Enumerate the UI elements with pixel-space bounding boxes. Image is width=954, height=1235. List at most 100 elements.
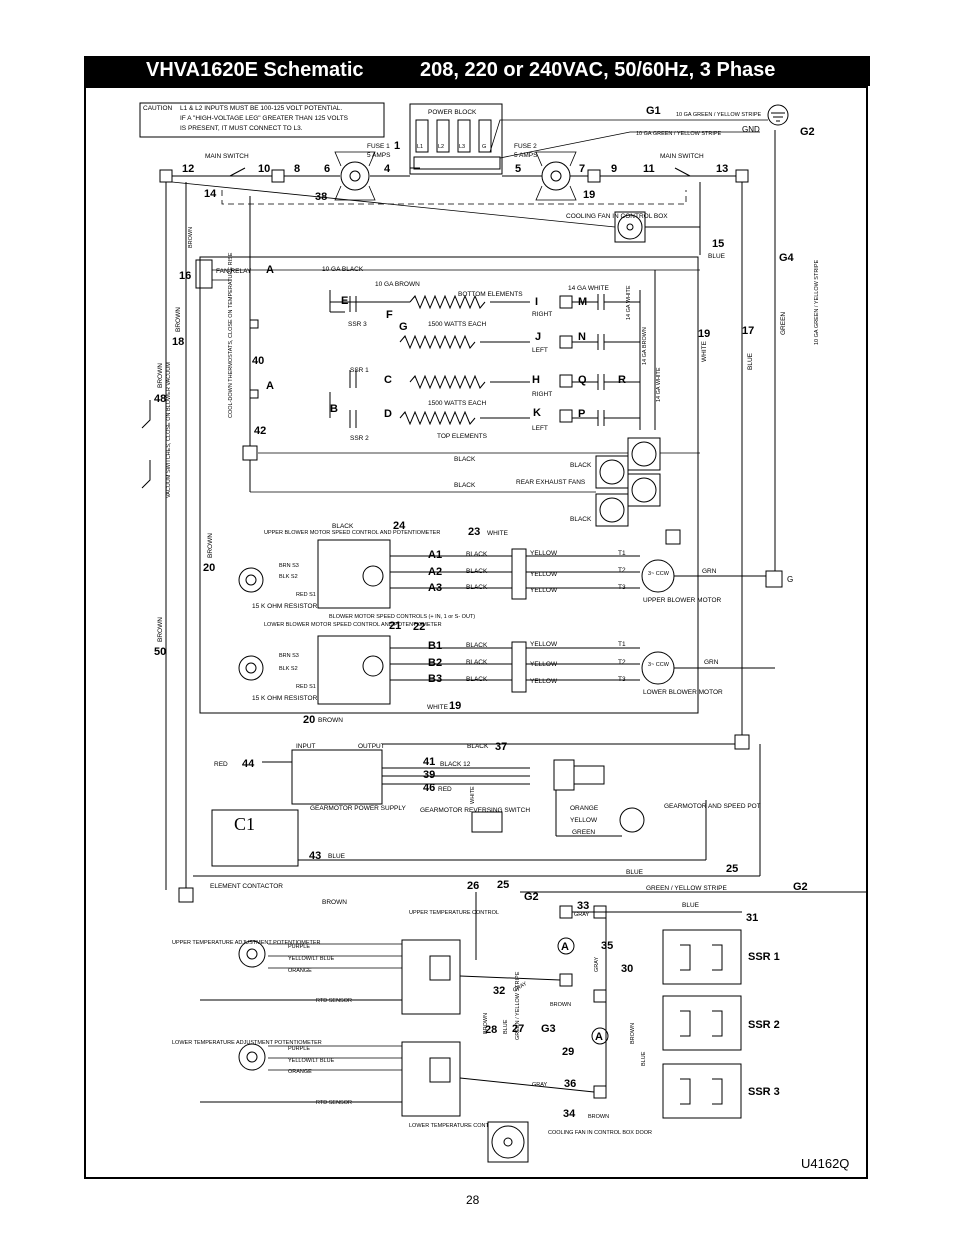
upper-purple: PURPLE xyxy=(288,944,310,950)
heating-elements: 10 GA BLACK 10 GA BROWN BOTTOM ELEMENTS … xyxy=(322,266,662,442)
num-46: 46 xyxy=(423,782,435,794)
lower-t1: T1 xyxy=(618,641,626,648)
num-41: 41 xyxy=(423,756,435,768)
black-wire-1: BLACK xyxy=(454,456,476,463)
lower-grn: GRN xyxy=(704,659,719,666)
thermostats: COOL-DOWN THERMOSTATS, CLOSE ON TEMPERAT… xyxy=(141,196,700,498)
fuse-1: FUSE 1 5 AMPS xyxy=(334,143,391,201)
ssr3-label-top: SSR 3 xyxy=(348,321,367,328)
diagram-frame xyxy=(84,86,868,1179)
gearmotor-section: INPUT OUTPUT GEARMOTOR POWER SUPPLY RED … xyxy=(214,734,761,837)
brown-20: BROWN xyxy=(318,717,343,724)
letter-a3: A3 xyxy=(428,582,442,594)
letter-g: G xyxy=(399,321,408,333)
ssr2-label: SSR 2 xyxy=(748,1019,780,1031)
brown-18: BROWN xyxy=(175,307,182,332)
white-23: WHITE xyxy=(487,530,509,537)
num-28: 28 xyxy=(485,1024,497,1036)
num-19a: 19 xyxy=(583,189,595,201)
black-wire-2: BLACK xyxy=(454,482,476,489)
title-bar: VHVA1620E Schematic 208, 220 or 240VAC, … xyxy=(84,56,870,86)
lower-brn-s3: BRN S3 xyxy=(279,653,299,659)
gnd-wire1: 10 GA GREEN / YELLOW STRIPE xyxy=(676,112,762,118)
fuse2-label: FUSE 2 xyxy=(514,143,537,150)
gearmotor-pot-label: GEARMOTOR AND SPEED POT xyxy=(664,803,761,810)
ga10-brown-label: 10 GA BROWN xyxy=(375,281,420,288)
num-31: 31 xyxy=(746,912,758,924)
letter-d: D xyxy=(384,408,392,420)
upper-temp-control-label: UPPER TEMPERATURE CONTROL xyxy=(409,910,499,916)
ground-symbol: GND G1 G2 10 GA GREEN / YELLOW STRIPE 10… xyxy=(489,104,815,159)
page-number: 28 xyxy=(466,1193,480,1207)
num-17: 17 xyxy=(742,325,754,337)
letter-b1: B1 xyxy=(428,640,442,652)
letter-c: C xyxy=(384,374,392,386)
g-label: G xyxy=(787,575,793,584)
num-15: 15 xyxy=(712,238,724,250)
lower-blower: LOWER BLOWER MOTOR SPEED CONTROL AND POT… xyxy=(238,622,775,724)
main-switch-right-label: MAIN SWITCH xyxy=(660,153,704,160)
rear-exhaust-fans: REAR EXHAUST FANS BLACK BLACK BLACK BLAC… xyxy=(249,437,681,545)
b2-black: BLACK xyxy=(466,659,488,666)
num-7: 7 xyxy=(579,163,585,175)
b3-black: BLACK xyxy=(466,676,488,683)
num-48: 48 xyxy=(154,393,166,405)
cooling-fan-bottom-label: COOLING FAN IN CONTROL BOX DOOR xyxy=(548,1130,652,1136)
a2-black: BLACK xyxy=(466,568,488,575)
num-5: 5 xyxy=(515,163,521,175)
num-25a: 25 xyxy=(726,863,738,875)
white-gear: WHITE xyxy=(470,786,476,804)
num-6: 6 xyxy=(324,163,330,175)
upper-temp-pot-label: UPPER TEMPERATURE ADJUSTMENT POTENTIOMET… xyxy=(172,940,321,946)
right-verticals: WHITE BLUE GREEN 10 GA GREEN / YELLOW ST… xyxy=(699,130,820,740)
num-12: 12 xyxy=(182,163,194,175)
green-wire-gear: GREEN xyxy=(572,829,595,836)
letter-h: H xyxy=(532,374,540,386)
upper-orange: ORANGE xyxy=(288,968,312,974)
lower-temp-pot-label: LOWER TEMPERATURE ADJUSTMENT POTENTIOMET… xyxy=(172,1040,322,1046)
upper-temp-control: UPPER TEMPERATURE CONTROL UPPER TEMPERAT… xyxy=(172,910,499,1015)
num-21: 21 xyxy=(389,620,401,632)
upper-rtd: RTD SENSOR xyxy=(316,998,352,1004)
power-block-label: POWER BLOCK xyxy=(428,109,477,116)
blue-27: BLUE xyxy=(503,1019,509,1034)
top-elements-label: TOP ELEMENTS xyxy=(437,433,488,440)
letter-m: M xyxy=(578,296,587,308)
upper-t2: T2 xyxy=(618,567,626,574)
num-50: 50 xyxy=(154,646,166,658)
num-8: 8 xyxy=(294,163,300,175)
caution-line3: IS PRESENT, IT MUST CONNECT TO L3. xyxy=(180,125,303,132)
gray-33: GRAY xyxy=(574,912,590,918)
brn-28: BROWN xyxy=(483,1013,489,1034)
fuse2-rating: 5 AMPS xyxy=(514,152,538,159)
yellow-wire: YELLOW xyxy=(570,817,598,824)
num-11: 11 xyxy=(643,163,655,175)
num-19c: 19 xyxy=(449,700,461,712)
gray-36: GRAY xyxy=(532,1082,548,1088)
terminal-l1: L1 xyxy=(417,144,423,150)
blue-31: BLUE xyxy=(682,902,700,909)
caution-heading: CAUTION xyxy=(143,105,173,112)
lower-t2: T2 xyxy=(618,659,626,666)
num-23: 23 xyxy=(468,526,480,538)
main-power-line: MAIN SWITCH MAIN SWITCH xyxy=(159,153,749,205)
terminal-l3: L3 xyxy=(459,144,465,150)
num-43: 43 xyxy=(309,850,321,862)
blue-wire-15: BLUE xyxy=(708,253,726,260)
black-37: BLACK xyxy=(467,743,489,750)
right-label-1: RIGHT xyxy=(532,311,552,318)
num-1: 1 xyxy=(394,140,400,152)
g1-label: G1 xyxy=(646,105,661,117)
green-wire: GREEN xyxy=(780,312,787,335)
fuse-2: FUSE 2 5 AMPS xyxy=(514,143,577,201)
lower-blower-control-label: LOWER BLOWER MOTOR SPEED CONTROL AND POT… xyxy=(264,622,442,628)
upper-blower-control-label: UPPER BLOWER MOTOR SPEED CONTROL AND POT… xyxy=(264,530,440,536)
grn-ylw: GREEN / YELLOW STRIPE xyxy=(515,971,521,1040)
letter-a-top: A xyxy=(266,264,274,276)
ssr3-label: SSR 3 xyxy=(748,1086,780,1098)
a1-yellow: YELLOW xyxy=(530,550,558,557)
main-switch-left-label: MAIN SWITCH xyxy=(205,153,249,160)
upper-brn-s3: BRN S3 xyxy=(279,563,299,569)
num-18: 18 xyxy=(172,336,184,348)
num-33: 33 xyxy=(577,900,589,912)
